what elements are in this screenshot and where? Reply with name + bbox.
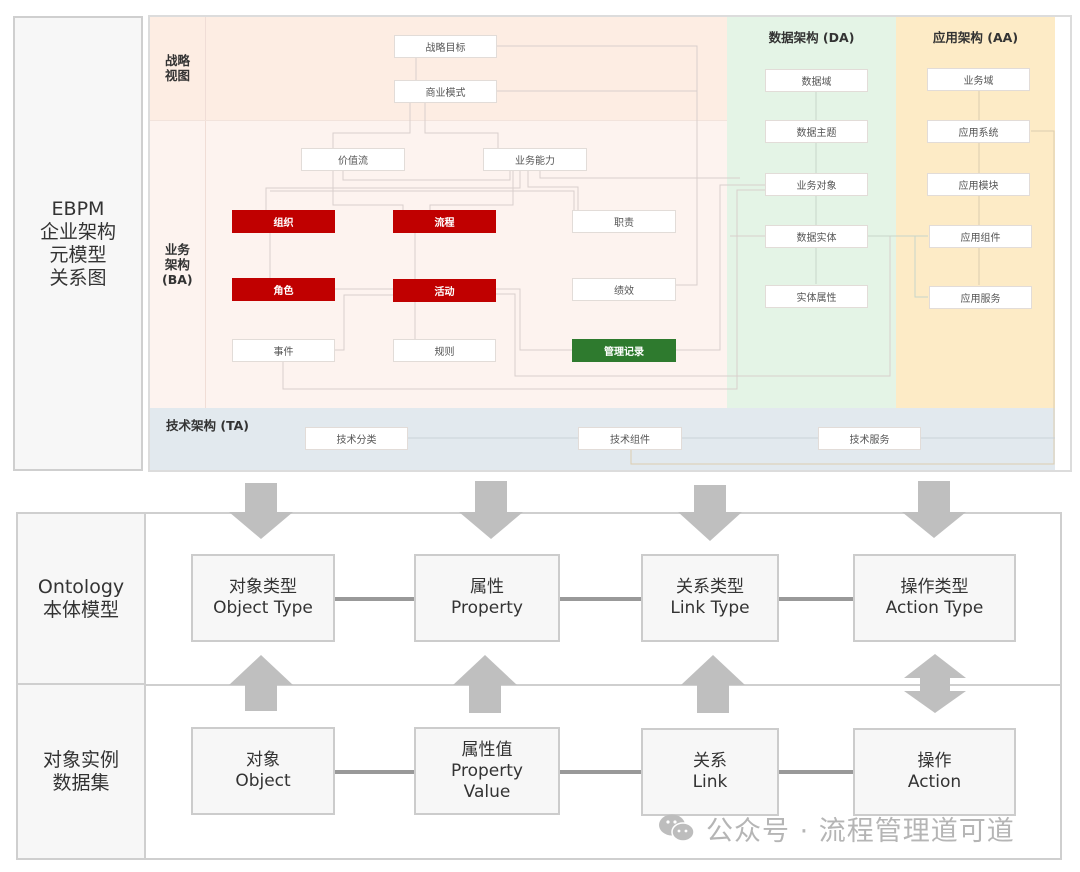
- connector-line: [779, 770, 853, 774]
- connector-line: [560, 770, 641, 774]
- divider: [205, 17, 206, 408]
- node-data-subject: 数据主题: [765, 120, 868, 143]
- ontology-box-property: 属性 Property: [414, 554, 560, 642]
- node-activity: 活动: [393, 279, 496, 302]
- ontology-box-link-type: 关系类型 Link Type: [641, 554, 779, 642]
- connector-line: [779, 597, 853, 601]
- instance-box-link: 关系 Link: [641, 728, 779, 816]
- connector-line: [335, 770, 414, 774]
- title-line: EBPM: [51, 197, 105, 220]
- node-business-domain: 业务域: [927, 68, 1030, 91]
- ontology-box-object-type: 对象类型 Object Type: [191, 554, 335, 642]
- connector-line: [335, 597, 414, 601]
- node-role: 角色: [232, 278, 335, 301]
- ebpm-title-panel: EBPM 企业架构 元模型 关系图: [13, 16, 143, 471]
- watermark: 公众号 · 流程管理道可道: [658, 810, 1015, 847]
- da-zone-label: 数据架构 (DA): [768, 30, 855, 45]
- zone-strategy-view: [150, 17, 727, 121]
- node-process: 流程: [393, 210, 496, 233]
- instance-box-object: 对象 Object: [191, 727, 335, 815]
- ontology-box-action-type: 操作类型 Action Type: [853, 554, 1016, 642]
- wechat-icon: [658, 813, 696, 843]
- node-application-module: 应用模块: [927, 173, 1030, 196]
- node-business-object: 业务对象: [765, 173, 868, 196]
- node-business-capability: 业务能力: [483, 148, 587, 171]
- node-responsibility: 职责: [572, 210, 676, 233]
- node-technology-service: 技术服务: [818, 427, 921, 450]
- node-performance: 绩效: [572, 278, 676, 301]
- connector-line: [560, 597, 641, 601]
- node-data-domain: 数据域: [765, 69, 868, 92]
- node-value-stream: 价值流: [301, 148, 405, 171]
- watermark-text: 公众号 · 流程管理道可道: [706, 815, 1015, 847]
- title-line: 关系图: [49, 266, 107, 289]
- zone-business-architecture: [150, 121, 727, 408]
- node-application-system: 应用系统: [927, 120, 1030, 143]
- strategy-zone-label: 战略 视图: [165, 53, 191, 83]
- node-technology-component: 技术组件: [578, 427, 682, 450]
- node-strategic-goal: 战略目标: [394, 35, 497, 58]
- node-business-model: 商业模式: [394, 80, 497, 103]
- node-technology-category: 技术分类: [305, 427, 408, 450]
- instances-row-label: 对象实例 数据集: [16, 685, 146, 860]
- node-data-entity: 数据实体: [765, 225, 868, 248]
- instance-box-property-value: 属性值 Property Value: [414, 727, 560, 815]
- node-management-record: 管理记录: [572, 339, 676, 362]
- node-application-service: 应用服务: [929, 286, 1032, 309]
- node-entity-attribute: 实体属性: [765, 285, 868, 308]
- ta-zone-label: 技术架构 (TA): [166, 418, 250, 433]
- node-event: 事件: [232, 339, 335, 362]
- ontology-row-label: Ontology 本体模型: [16, 512, 146, 685]
- node-application-component: 应用组件: [929, 225, 1032, 248]
- title-line: 企业架构: [39, 220, 116, 243]
- row-divider: [146, 684, 1062, 686]
- aa-zone-label: 应用架构 (AA): [932, 30, 1019, 45]
- node-rule: 规则: [393, 339, 496, 362]
- ba-zone-label: 业务 架构 (BA): [162, 242, 193, 287]
- instance-box-action: 操作 Action: [853, 728, 1016, 816]
- divider: [150, 120, 727, 121]
- title-line: 元模型: [49, 243, 107, 266]
- node-organization: 组织: [232, 210, 335, 233]
